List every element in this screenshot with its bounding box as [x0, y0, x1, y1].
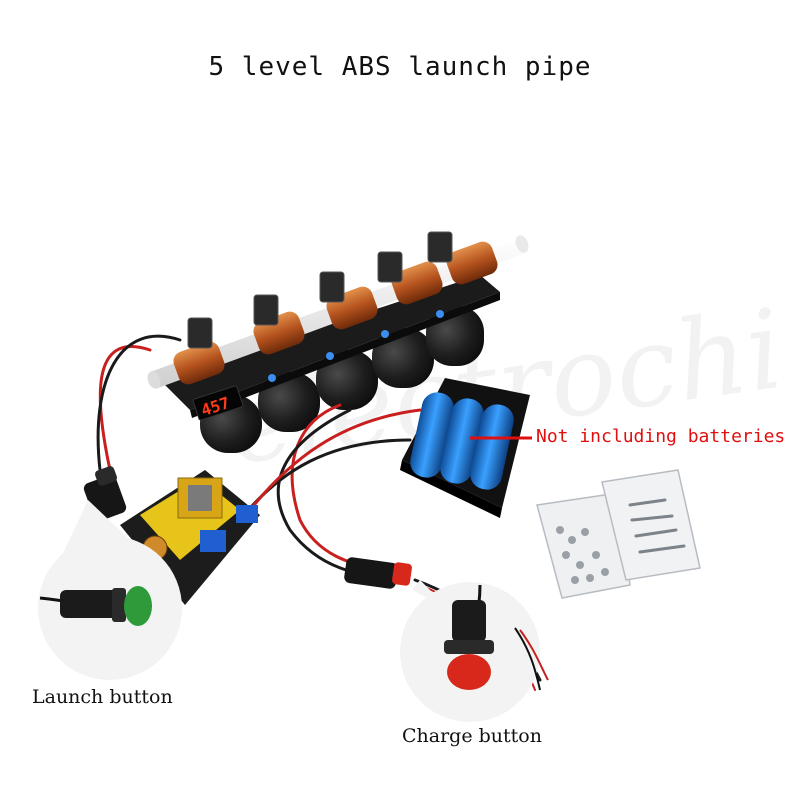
launch-button-label: Launch button: [32, 686, 173, 708]
accessory-bags: [536, 469, 701, 599]
page-title: 5 level ABS launch pipe: [208, 52, 592, 82]
charge-button-label: Charge button: [402, 725, 542, 747]
batteries-callout: Not including batteries: [536, 426, 786, 447]
battery-pack: [400, 378, 532, 518]
charger-board: [120, 470, 260, 605]
pcb-plate: [160, 275, 500, 410]
charge-button-mounted: [344, 557, 412, 589]
launch-button-closeup: [38, 500, 182, 680]
mosfet-tabs: [187, 231, 453, 349]
voltage-display: 457: [192, 385, 244, 421]
coilgun-board: 457: [147, 231, 529, 453]
charge-button-closeup: [400, 580, 549, 722]
